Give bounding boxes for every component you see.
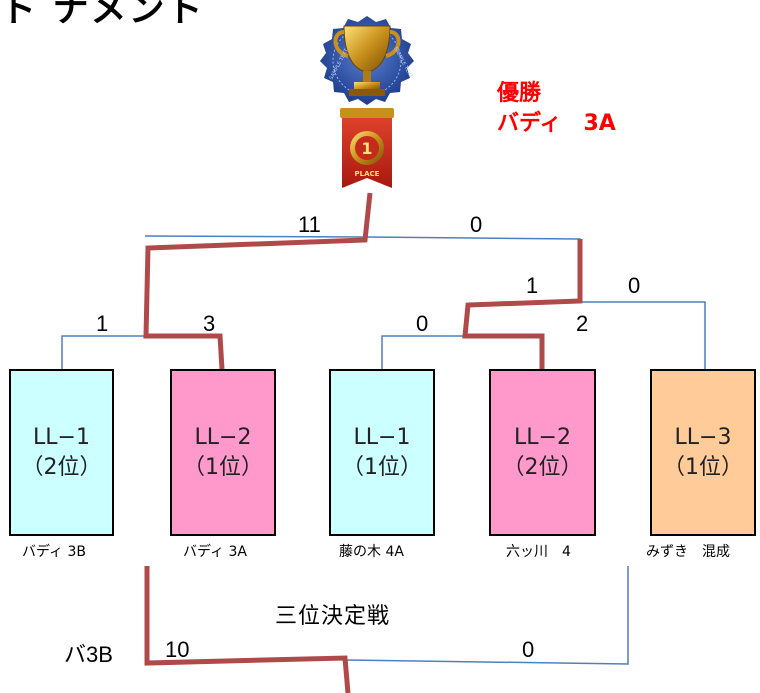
team-rank: （1位） [183, 454, 263, 480]
final-score-left: 11 [298, 212, 321, 237]
third-place-score-right: 0 [522, 637, 535, 662]
team-name-1: バディ 3B [22, 544, 86, 560]
semi-score-left: 1 [526, 273, 539, 298]
team-card-1: LL−1 （2位） [9, 369, 114, 536]
third-place-title: 三位決定戦 [275, 604, 391, 629]
final-line-left [144, 235, 366, 238]
semi-score-right: 0 [628, 273, 641, 298]
team-rank: （2位） [21, 454, 102, 480]
qf1-score-right: 3 [203, 311, 216, 336]
team-name-4: 六ッ川 4 [506, 544, 571, 560]
semi-right-line [580, 301, 706, 369]
third-place-score-left: 10 [165, 637, 190, 662]
team-name-2: バディ 3A [183, 544, 247, 560]
team-league: LL−1 [353, 424, 411, 450]
third-place-right-line [344, 566, 629, 665]
third-place-winner: バ3B [64, 642, 113, 667]
qf1-left-line [61, 335, 145, 369]
team-league: LL−2 [194, 424, 252, 450]
page-title: ト ナメント [0, 0, 205, 30]
qf2-score-right: 2 [576, 311, 589, 336]
final-line-right [364, 236, 581, 302]
team-rank: （1位） [663, 454, 743, 480]
trophy-icon: 1 PLACE SAMPLE TEXT SAMPLE TEXT [320, 16, 414, 188]
team-league: LL−2 [514, 424, 571, 450]
team-league: LL−1 [33, 424, 90, 450]
team-name-3: 藤の木 4A [339, 544, 404, 560]
qf2-left-line [381, 335, 465, 369]
badge-number: 1 [361, 139, 372, 158]
team-rank: （2位） [502, 454, 583, 480]
champion-label: 優勝 バディ 3A [497, 79, 616, 139]
final-score-right: 0 [470, 212, 483, 237]
final-winner-line [143, 192, 373, 370]
third-place-winner-line [144, 566, 351, 693]
team-league: LL−3 [674, 424, 732, 450]
champion-team: バディ 3A [497, 111, 616, 136]
team-card-5: LL−3 （1位） [650, 369, 756, 536]
qf1-score-left: 1 [96, 311, 109, 336]
qf2-score-left: 0 [416, 311, 429, 336]
badge-place-text: PLACE [355, 170, 380, 178]
team-rank: （1位） [342, 454, 422, 480]
team-card-3: LL−1 （1位） [329, 369, 435, 536]
team-card-2: LL−2 （1位） [170, 369, 276, 536]
team-name-5: みずき 混成 [646, 544, 730, 560]
semi-winner-line [462, 239, 583, 369]
team-card-4: LL−2 （2位） [489, 369, 596, 536]
champion-title: 優勝 [497, 81, 542, 106]
